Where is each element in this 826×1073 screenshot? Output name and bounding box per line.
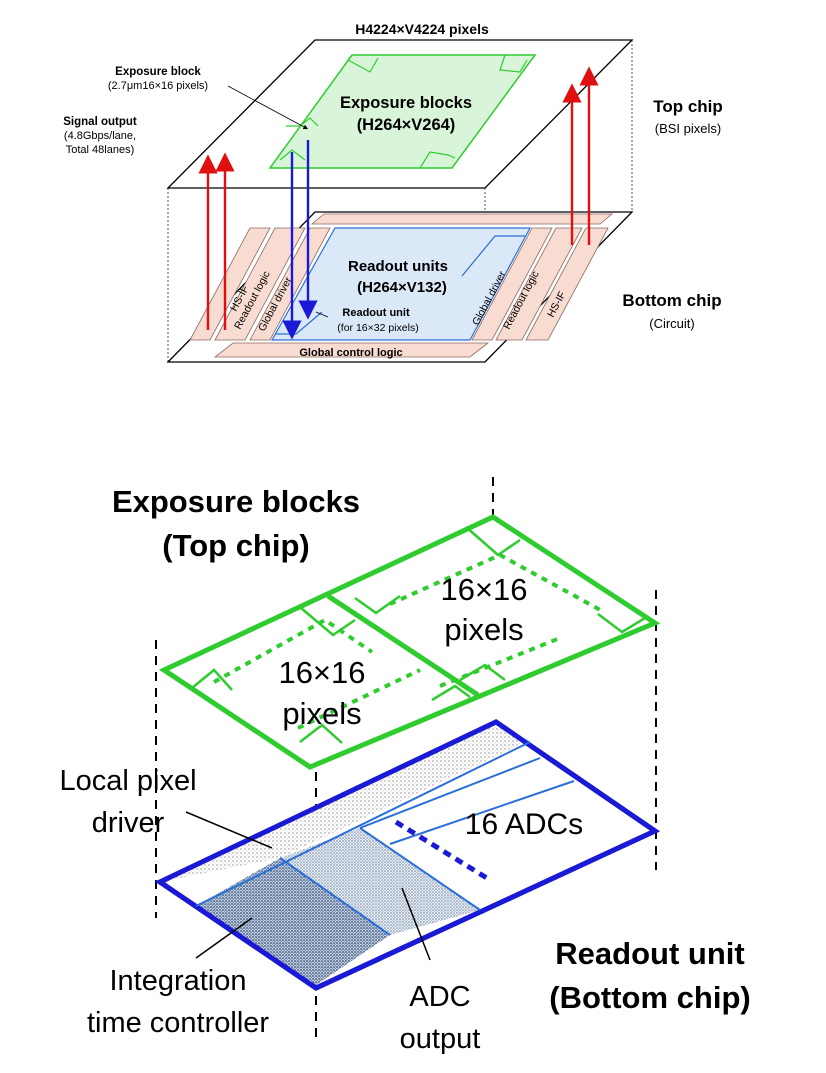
local-pixel-driver-label-2: driver bbox=[92, 807, 165, 839]
adcs-label: 16 ADCs bbox=[465, 808, 583, 841]
left-readout-logic-block bbox=[214, 227, 306, 341]
exposure-block-pointer bbox=[227, 85, 309, 130]
exposure-blocks-divider bbox=[326, 593, 480, 698]
bottom-chip-sub: (Circuit) bbox=[649, 316, 695, 331]
signal-output-spec-2: Total 48lanes) bbox=[66, 144, 135, 156]
local-pixel-driver-label-1: Local pixel bbox=[59, 765, 196, 797]
bottom-chip-label: Bottom chip bbox=[622, 291, 721, 310]
top-logic-strip bbox=[310, 213, 614, 225]
exposure-block-label: Exposure block bbox=[115, 66, 201, 78]
adc-output-pointer bbox=[401, 887, 431, 961]
readout-units-title: Readout units bbox=[348, 258, 448, 275]
exposure-blocks-plate bbox=[158, 514, 661, 770]
block-pixels-right-2: pixels bbox=[444, 612, 523, 647]
readout-units-count: (H264×V132) bbox=[357, 279, 447, 296]
top-figure: HS-IF Readout logic Global driver Global… bbox=[63, 21, 723, 363]
left-global-driver-block bbox=[249, 227, 331, 341]
exposure-blocks-area bbox=[268, 54, 537, 169]
right-hs-if-block bbox=[525, 227, 609, 341]
integration-time-controller-region bbox=[196, 858, 390, 985]
integration-time-controller-label-1: Integration bbox=[109, 965, 246, 997]
bottom-figure: Exposure blocks (Top chip) 16×16 pixels … bbox=[59, 477, 751, 1055]
right-global-driver-block bbox=[471, 227, 553, 341]
adc-output-region bbox=[280, 828, 480, 935]
signal-output-label: Signal output bbox=[63, 116, 137, 128]
exposure-blocks-title: Exposure blocks bbox=[340, 94, 472, 112]
readout-unit-spec: (for 16×32 pixels) bbox=[337, 322, 418, 334]
integration-time-controller-pointer bbox=[195, 917, 253, 959]
global-control-logic-label: Global control logic bbox=[299, 347, 402, 359]
readout-unit-pointer bbox=[315, 311, 329, 318]
adc-array-ellipsis bbox=[394, 819, 492, 883]
readout-unit-label: Readout unit bbox=[342, 307, 410, 319]
adc-output-label-2: output bbox=[400, 1023, 481, 1055]
top-chip-label: Top chip bbox=[653, 97, 723, 116]
exposure-blocks-count: (H264×V264) bbox=[357, 116, 456, 134]
left-hs-if-block bbox=[189, 227, 271, 341]
pixel-array-label: H4224×V4224 pixels bbox=[355, 21, 489, 37]
signal-output-spec-1: (4.8Gbps/lane, bbox=[64, 130, 136, 142]
readout-unit-bottom-chip-subtitle: (Bottom chip) bbox=[549, 980, 750, 1015]
adc-output-label-1: ADC bbox=[409, 981, 470, 1013]
local-pixel-driver-pointer bbox=[185, 811, 273, 849]
block-pixels-right-1: 16×16 bbox=[440, 572, 527, 607]
exposure-blocks-top-chip-title: Exposure blocks bbox=[112, 484, 360, 519]
readout-unit-bottom-chip-title: Readout unit bbox=[555, 936, 744, 971]
global-control-logic-block bbox=[213, 342, 490, 358]
top-chip-sub: (BSI pixels) bbox=[655, 121, 721, 136]
block-pixels-left-1: 16×16 bbox=[278, 655, 365, 690]
exposure-block-spec: (2.7μm16×16 pixels) bbox=[108, 80, 208, 92]
exposure-blocks-top-chip-subtitle: (Top chip) bbox=[162, 528, 310, 563]
integration-time-controller-label-2: time controller bbox=[87, 1007, 269, 1039]
block-pixels-left-2: pixels bbox=[282, 696, 361, 731]
readout-units-area bbox=[270, 227, 532, 341]
right-readout-logic-block bbox=[495, 227, 583, 341]
local-pixel-driver-region bbox=[160, 722, 530, 882]
